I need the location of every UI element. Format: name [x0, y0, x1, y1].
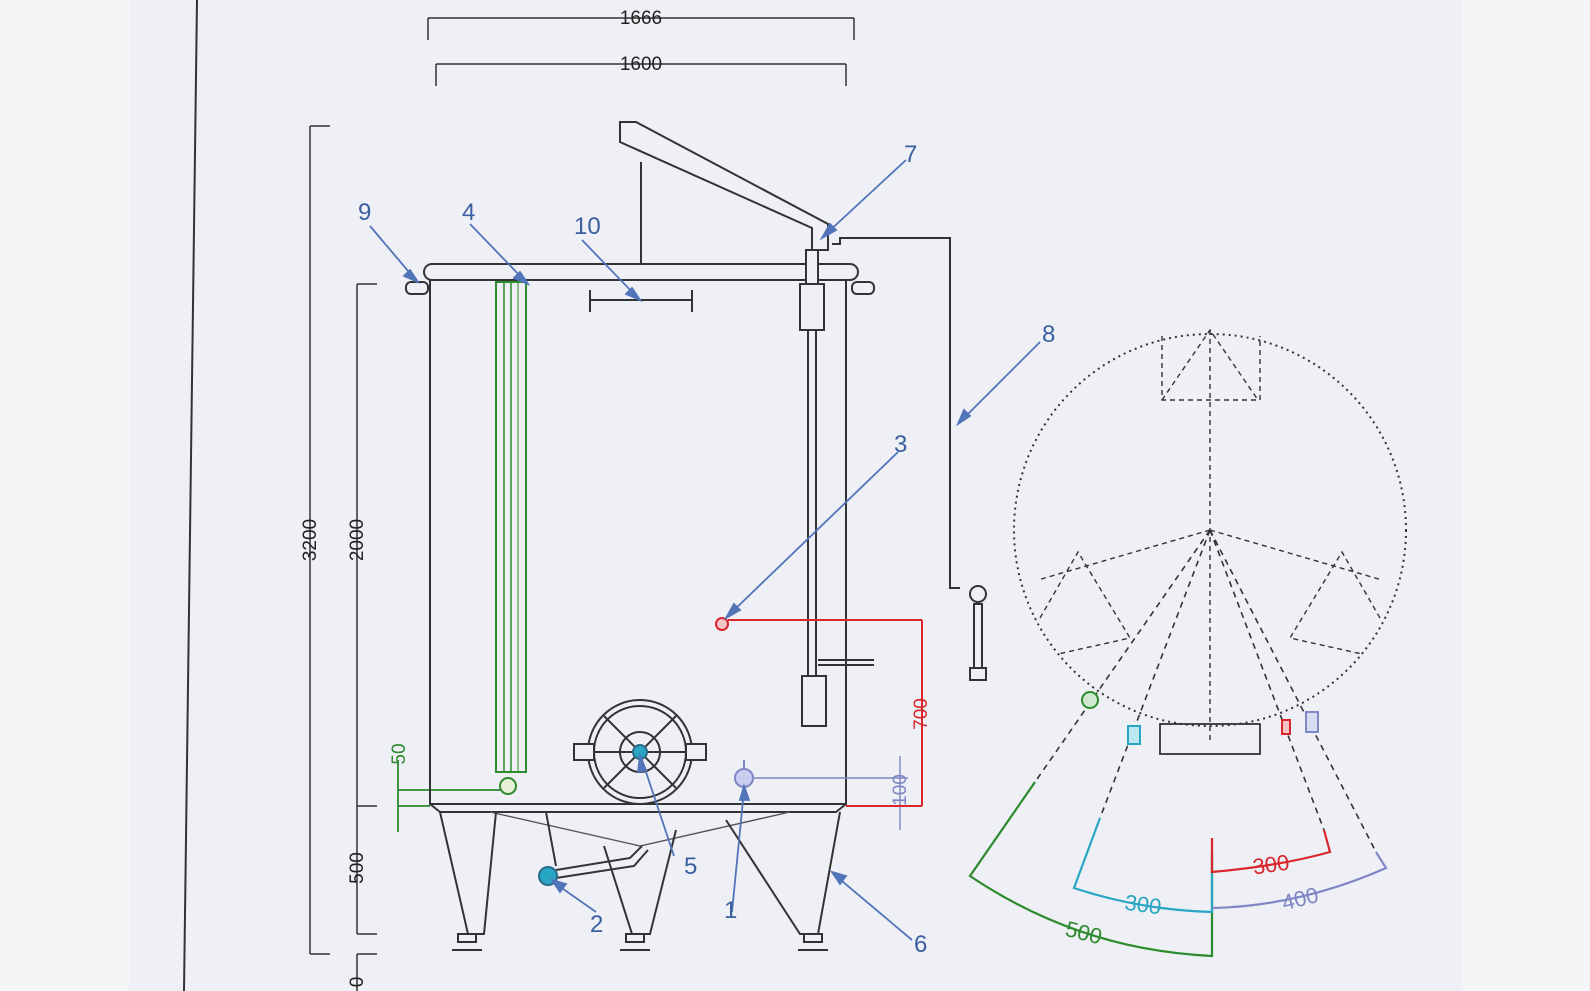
arc-cyan-text: 300 [1123, 890, 1163, 920]
sample-valve [715, 617, 923, 807]
dimension-width-outer-text: 1666 [620, 8, 662, 29]
callout-1: 1 [724, 897, 737, 924]
outlet-height-dimension [397, 760, 508, 832]
arc-green-text: 500 [1063, 916, 1105, 949]
arc-red [1210, 829, 1332, 874]
temperature-probe [799, 249, 874, 727]
dimension-height-lines [309, 125, 377, 991]
tank-body [429, 280, 847, 805]
callout-7: 7 [904, 141, 917, 168]
manway-door [573, 699, 707, 805]
sample-height-text: 700 [911, 698, 932, 730]
tank-lid [423, 263, 859, 281]
callout-2: 2 [590, 911, 603, 938]
arc-green [968, 781, 1214, 958]
angle-rays [1034, 529, 1377, 853]
callout-8: 8 [1042, 321, 1055, 348]
fitting-red [1281, 719, 1291, 735]
lid-hinge-right [851, 281, 875, 295]
arc-violet-text: 400 [1279, 882, 1321, 915]
arc-red-text: 300 [1251, 850, 1291, 880]
dimension-height-legs-text: 500 [347, 852, 368, 884]
outlet-height-text: 50 [389, 743, 410, 764]
dimension-height-body-text: 2000 [347, 519, 368, 561]
dimension-width-inner [435, 63, 847, 86]
fitting-green [1081, 691, 1099, 709]
dimension-width-inner-text: 1600 [620, 54, 662, 75]
lid-hinge-left [405, 281, 429, 295]
callout-arrows [369, 159, 1041, 941]
fitting-cyan [1127, 725, 1141, 745]
callout-5: 5 [684, 853, 697, 880]
valve-height-text: 100 [890, 774, 911, 806]
tank-top-view [1013, 328, 1407, 755]
drawing-sheet [129, 0, 1461, 991]
lid-lift-arm [619, 121, 829, 264]
callout-10: 10 [574, 213, 601, 240]
dimension-width-outer [427, 17, 855, 40]
level-gauge [495, 281, 527, 795]
pipe-valve-8 [969, 585, 987, 681]
callout-9: 9 [358, 199, 371, 226]
tank-legs [439, 811, 841, 951]
cooling-pipe [832, 237, 960, 589]
dimension-height-total-text: 3200 [300, 519, 321, 561]
sheet-border-line [183, 0, 198, 991]
drain-valve [734, 760, 754, 788]
valve-height-dimension [754, 756, 908, 830]
fitting-violet [1305, 711, 1319, 733]
tank-bottom [429, 803, 847, 813]
dimension-height-base-text: 0 [347, 977, 368, 988]
bottom-outlet [538, 811, 649, 886]
arc-cyan [1072, 817, 1214, 914]
arc-violet [1211, 851, 1388, 910]
callout-4: 4 [462, 199, 475, 226]
callout-3: 3 [894, 431, 907, 458]
callout-6: 6 [914, 931, 927, 958]
tank-bottom-cone [489, 811, 791, 847]
